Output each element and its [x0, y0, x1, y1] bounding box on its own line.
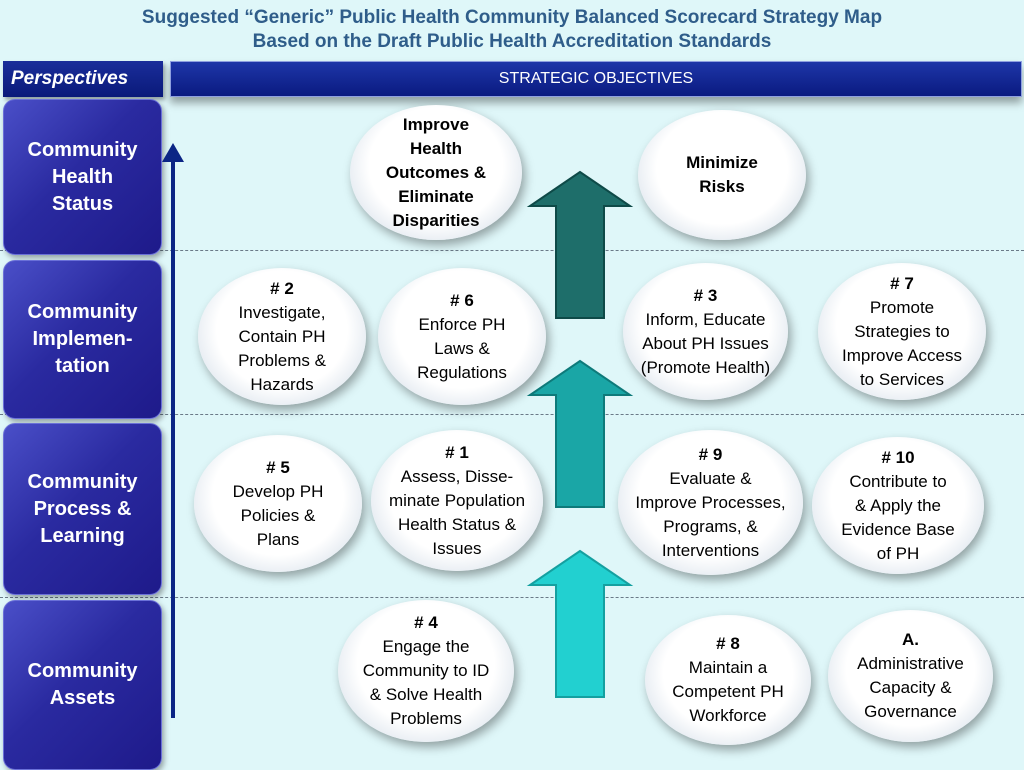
objective-3: # 3 Inform, Educate About PH Issues (Prom… — [623, 263, 788, 400]
objective-6: # 6 Enforce PH Laws & Regulations — [378, 268, 546, 405]
objective-number: # 4 — [414, 613, 438, 632]
objective-10: # 10 Contribute to & Apply the Evidence B… — [812, 437, 984, 574]
objective-text: Administrative Capacity & Governance — [857, 654, 964, 721]
objective-text: Contribute to & Apply the Evidence Base … — [841, 471, 955, 563]
objective-text: Investigate, Contain PH Problems & Hazar… — [238, 302, 326, 394]
objective-text: Assess, Disse- minate Population Health … — [388, 466, 526, 558]
objective-a: A. Administrative Capacity & Governance — [828, 610, 993, 742]
perspective-community-implementation: Community Implemen- tation — [3, 260, 162, 419]
perspective-label: Community Process & Learning — [27, 470, 138, 547]
objective-number: A. — [901, 630, 919, 649]
objective-text: Maintain a Competent PH Workforce — [672, 658, 784, 725]
objective-text: Evaluate & Improve Processes, Programs, … — [635, 468, 786, 560]
page-title: Suggested “Generic” Public Health Commun… — [0, 6, 1024, 54]
title-line-2: Based on the Draft Public Health Accredi… — [252, 31, 772, 52]
objective-text: Enforce PH Laws & Regulations — [417, 314, 507, 382]
progression-arrowhead — [162, 143, 184, 162]
up-arrow-top — [526, 170, 634, 319]
row-divider — [0, 250, 1024, 251]
title-line-1: Suggested “Generic” Public Health Commun… — [141, 7, 883, 28]
objective-4: # 4 Engage the Community to ID & Solve He… — [338, 600, 514, 742]
row-divider — [0, 597, 1024, 598]
objective-text: Develop PH Policies & Plans — [232, 481, 324, 549]
objective-text: Inform, Educate About PH Issues (Promote… — [640, 309, 771, 377]
objective-number: # 10 — [881, 447, 915, 467]
objective-number: # 1 — [445, 442, 469, 462]
objective-1: # 1 Assess, Disse- minate Population Heal… — [371, 430, 543, 571]
row-divider — [0, 414, 1024, 415]
objective-number: # 5 — [266, 457, 290, 477]
progression-line — [171, 160, 175, 718]
objective-8: # 8 Maintain a Competent PH Workforce — [645, 615, 811, 745]
objective-text: Promote Strategies to Improve Access to … — [842, 297, 962, 389]
strategic-objectives-header: STRATEGIC OBJECTIVES — [170, 61, 1022, 97]
objective-number: # 8 — [716, 634, 740, 653]
objective-number: # 6 — [450, 290, 474, 310]
objective-text: Improve Health Outcomes & Eliminate Disp… — [385, 114, 487, 230]
perspective-label: Community Health Status — [27, 138, 138, 215]
perspective-community-health-status: Community Health Status — [3, 99, 162, 255]
up-arrow-middle — [526, 359, 634, 508]
objective-7: # 7 Promote Strategies to Improve Access … — [818, 263, 986, 400]
objective-9: # 9 Evaluate & Improve Processes, Program… — [618, 430, 803, 575]
perspective-label: Community Assets — [27, 660, 138, 709]
objective-5: # 5 Develop PH Policies & Plans — [194, 435, 362, 572]
objective-number: # 9 — [698, 444, 723, 464]
objective-number: # 7 — [890, 273, 914, 293]
perspective-community-assets: Community Assets — [3, 600, 162, 770]
objective-improve-health-outcomes: Improve Health Outcomes & Eliminate Disp… — [350, 105, 522, 240]
perspective-community-process-learning: Community Process & Learning — [3, 423, 162, 595]
perspective-label: Community Implemen- tation — [27, 301, 138, 377]
up-arrow-bottom — [526, 549, 634, 698]
perspectives-header: Perspectives — [3, 61, 163, 97]
objective-number: # 3 — [693, 285, 718, 305]
objective-minimize-risks: Minimize Risks — [638, 110, 806, 240]
objective-text: Minimize Risks — [686, 153, 758, 196]
objective-2: # 2 Investigate, Contain PH Problems & Ha… — [198, 268, 366, 405]
objective-number: # 2 — [270, 278, 294, 298]
objective-text: Engage the Community to ID & Solve Healt… — [362, 637, 490, 728]
